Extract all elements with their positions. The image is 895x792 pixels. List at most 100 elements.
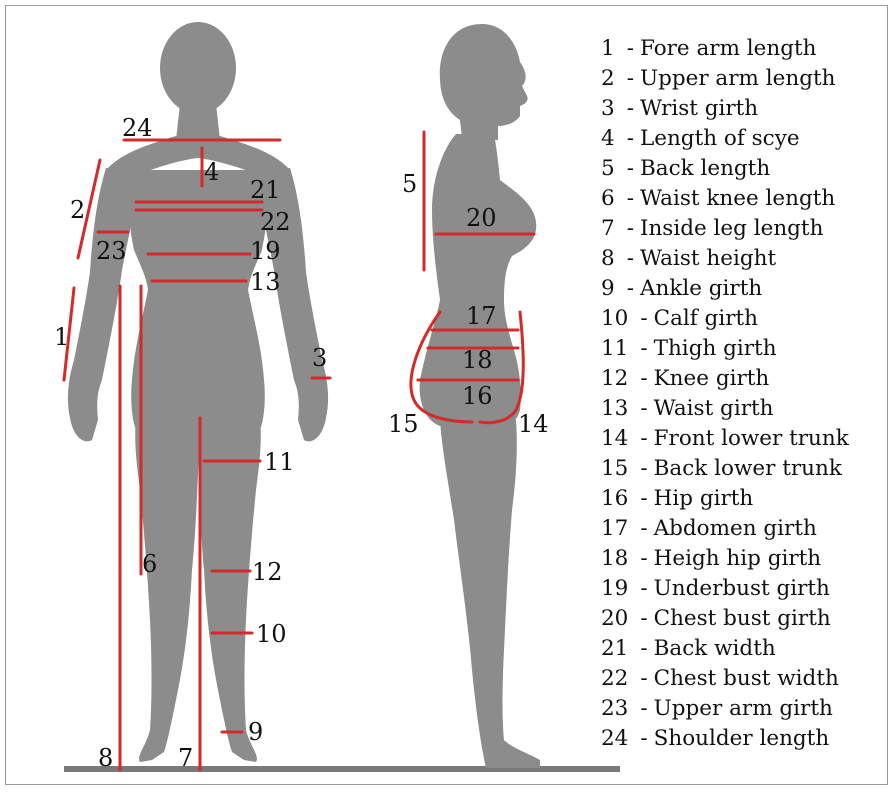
label-8: 8 <box>98 744 113 772</box>
legend-number: 12 <box>601 366 628 391</box>
legend-number: 16 <box>601 486 628 511</box>
legend-separator: - <box>627 126 634 151</box>
legend-item: 4-Length of scye <box>601 124 849 154</box>
label-3: 3 <box>312 344 327 372</box>
legend-separator: - <box>627 96 634 121</box>
legend-label: Ankle girth <box>640 276 762 301</box>
legend-item: 6-Waist knee length <box>601 184 849 214</box>
legend-number: 21 <box>601 636 628 661</box>
legend-item: 5-Back length <box>601 154 849 184</box>
legend-number: 20 <box>601 606 628 631</box>
legend-label: Upper arm length <box>640 66 836 91</box>
legend-label: Upper arm girth <box>654 696 833 721</box>
label-18: 18 <box>462 346 493 374</box>
label-7: 7 <box>178 744 193 772</box>
legend-label: Waist girth <box>654 396 774 421</box>
label-15: 15 <box>388 410 419 438</box>
legend-item: 14-Front lower trunk <box>601 424 849 454</box>
legend-separator: - <box>640 576 647 601</box>
legend-item: 21-Back width <box>601 634 849 664</box>
legend-separator: - <box>640 396 647 421</box>
legend-separator: - <box>640 486 647 511</box>
legend-label: Heigh hip girth <box>654 546 822 571</box>
label-6: 6 <box>142 550 157 578</box>
label-23: 23 <box>96 237 127 265</box>
legend-number: 1 <box>601 36 615 61</box>
legend-item: 12-Knee girth <box>601 364 849 394</box>
legend-item: 23-Upper arm girth <box>601 694 849 724</box>
legend-number: 22 <box>601 666 628 691</box>
legend-number: 17 <box>601 516 628 541</box>
legend-item: 19-Underbust girth <box>601 574 849 604</box>
legend-item: 9-Ankle girth <box>601 274 849 304</box>
legend-separator: - <box>640 366 647 391</box>
legend-item: 1-Fore arm length <box>601 34 849 64</box>
legend-item: 24-Shoulder length <box>601 724 849 754</box>
legend-separator: - <box>640 696 647 721</box>
legend-label: Hip girth <box>654 486 754 511</box>
legend-separator: - <box>640 636 647 661</box>
legend-number: 15 <box>601 456 628 481</box>
label-5: 5 <box>402 170 417 198</box>
legend-separator: - <box>640 606 647 631</box>
label-20: 20 <box>466 204 497 232</box>
legend-number: 18 <box>601 546 628 571</box>
legend-number: 11 <box>601 336 628 361</box>
legend-label: Chest bust width <box>654 666 839 691</box>
label-21: 21 <box>250 176 281 204</box>
legend-separator: - <box>627 216 634 241</box>
legend-item: 15-Back lower trunk <box>601 454 849 484</box>
legend-separator: - <box>640 516 647 541</box>
legend-separator: - <box>627 276 634 301</box>
legend-separator: - <box>627 186 634 211</box>
legend-label: Back width <box>654 636 776 661</box>
legend-item: 7-Inside leg length <box>601 214 849 244</box>
legend-number: 2 <box>601 66 615 91</box>
label-16: 16 <box>462 382 493 410</box>
label-24: 24 <box>122 114 153 142</box>
label-22: 22 <box>260 208 291 236</box>
legend-label: Back lower trunk <box>654 456 842 481</box>
legend-separator: - <box>640 336 647 361</box>
label-9: 9 <box>248 718 263 746</box>
legend-label: Front lower trunk <box>654 426 849 451</box>
legend-item: 18-Heigh hip girth <box>601 544 849 574</box>
label-10: 10 <box>256 620 287 648</box>
legend-separator: - <box>640 546 647 571</box>
legend-label: Fore arm length <box>640 36 817 61</box>
label-13: 13 <box>250 268 281 296</box>
legend-separator: - <box>640 426 647 451</box>
legend-label: Knee girth <box>654 366 770 391</box>
label-12: 12 <box>252 558 283 586</box>
front-view-silhouette <box>68 22 328 762</box>
legend-separator: - <box>640 666 647 691</box>
legend-number: 6 <box>601 186 615 211</box>
legend-item: 20-Chest bust girth <box>601 604 849 634</box>
legend-number: 19 <box>601 576 628 601</box>
legend-label: Inside leg length <box>640 216 823 241</box>
legend-item: 3-Wrist girth <box>601 94 849 124</box>
legend-item: 2-Upper arm length <box>601 64 849 94</box>
legend-number: 3 <box>601 96 615 121</box>
legend-label: Shoulder length <box>654 726 830 751</box>
legend-label: Abdomen girth <box>654 516 817 541</box>
legend-number: 5 <box>601 156 615 181</box>
legend-number: 4 <box>601 126 615 151</box>
label-2: 2 <box>70 196 85 224</box>
legend-number: 9 <box>601 276 615 301</box>
legend-item: 10-Calf girth <box>601 304 849 334</box>
label-4: 4 <box>204 158 219 186</box>
legend-separator: - <box>640 456 647 481</box>
legend-item: 16-Hip girth <box>601 484 849 514</box>
label-11: 11 <box>264 448 295 476</box>
legend-number: 23 <box>601 696 628 721</box>
legend-number: 10 <box>601 306 628 331</box>
legend-label: Waist knee length <box>640 186 835 211</box>
legend-item: 11-Thigh girth <box>601 334 849 364</box>
legend-label: Thigh girth <box>654 336 777 361</box>
legend-number: 24 <box>601 726 628 751</box>
legend-label: Chest bust girth <box>654 606 831 631</box>
label-1: 1 <box>54 323 69 351</box>
legend-number: 13 <box>601 396 628 421</box>
legend-separator: - <box>640 306 647 331</box>
